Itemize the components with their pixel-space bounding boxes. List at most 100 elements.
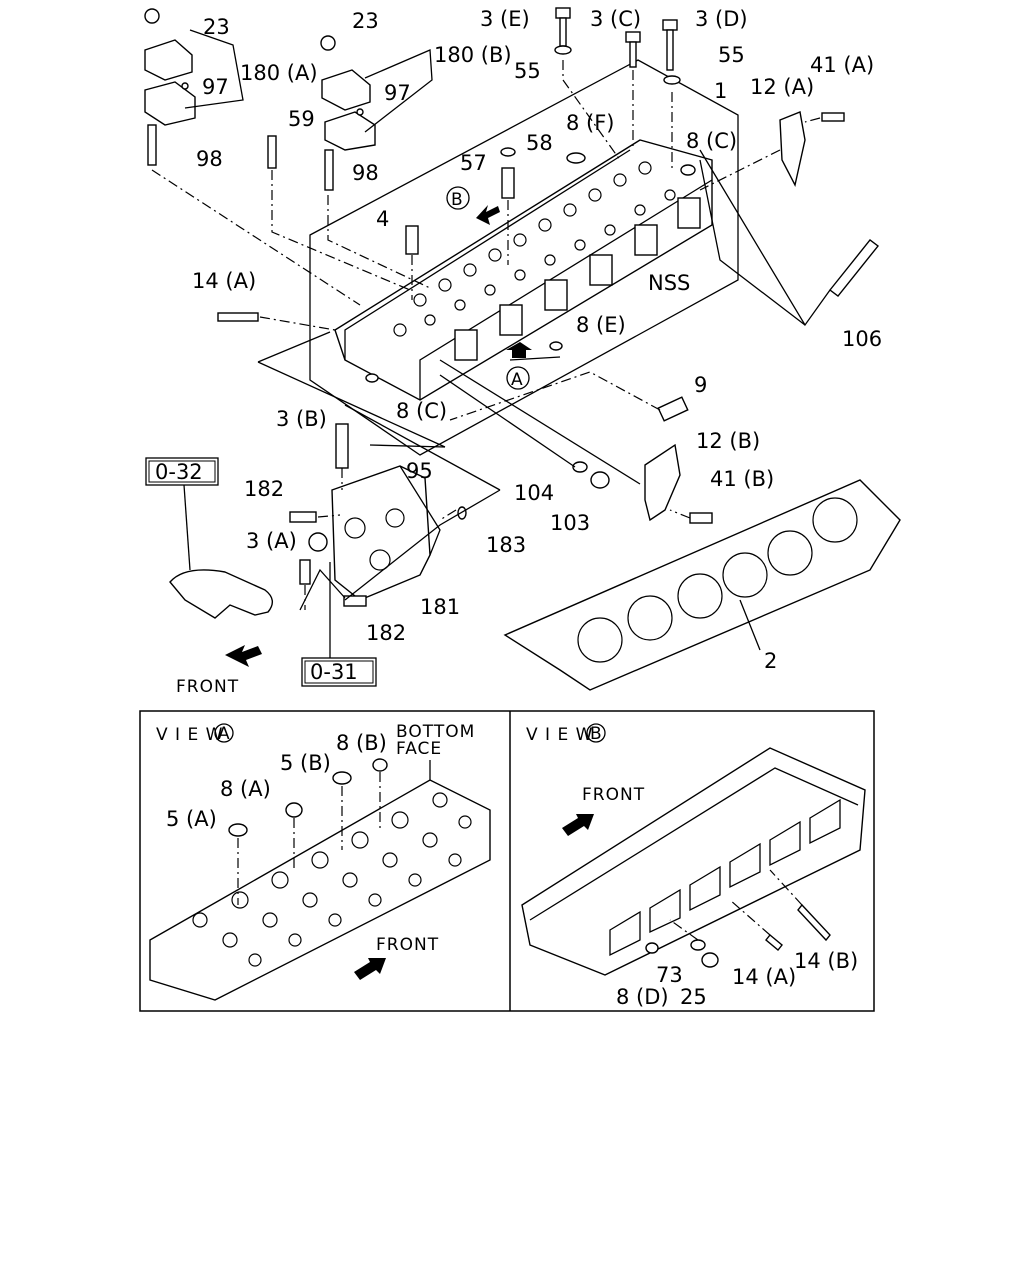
bracket-12a [779,111,806,188]
callout-182a: 182 [244,477,284,501]
callout-181: 181 [420,595,460,619]
view-a-part-8b [372,758,388,772]
view-b-marker-ring [446,186,470,210]
callout-95: 95 [406,459,433,483]
plug-8c-bottom [365,373,379,383]
callout-41b: 41 (B) [710,467,774,491]
view-b-front: FRONT [582,785,645,805]
callout-a-marker: A [511,370,524,390]
ref-box-0-32[interactable]: 0-32 [145,457,219,486]
callout-55b: 55 [718,43,745,67]
view-a-front: FRONT [376,935,439,955]
bracket-180a [144,8,196,166]
ref-box-0-31-label: 0-31 [310,660,358,684]
view-a-title-ring [214,723,234,743]
sensor-9 [657,396,689,422]
bracket-180b [320,35,376,191]
bolts-top [554,7,681,85]
washer-104 [572,461,588,473]
callout-98a: 98 [196,147,223,171]
head-assy-frame [309,59,739,456]
callout-3c: 3 (C) [590,7,641,31]
plug-8f [566,152,586,164]
callout-9: 9 [694,373,707,397]
callout-b-marker: B [451,190,464,210]
bolt-41a [821,112,845,122]
plug-8c-top [680,164,696,176]
callout-180b: 180 (B) [434,43,512,67]
callout-106: 106 [842,327,882,351]
callout-55a: 55 [514,59,541,83]
bolt-3a [299,559,311,585]
plug-103 [590,471,610,489]
view-b-label-14a: 14 (A) [732,965,796,989]
callout-front-main: FRONT [176,677,239,697]
bolt-182b [343,595,367,607]
view-a-label-8b: 8 (B) [336,731,387,755]
callout-3b: 3 (B) [276,407,327,431]
cylinder-head [334,139,713,401]
callout-104: 104 [514,481,554,505]
head-gasket [503,479,901,691]
leader-lines [151,29,831,658]
view-a-letter: A [218,724,231,744]
arrow-b-indicator [476,205,500,225]
callout-12b: 12 (B) [696,429,760,453]
view-b-front-arrow [562,814,594,836]
front-arrow-main [225,645,262,667]
view-a-label-8a: 8 (A) [220,777,271,801]
oring-183 [457,506,467,520]
callout-8f: 8 (F) [566,111,615,135]
callout-4: 4 [376,207,389,231]
view-b-label-73: 73 [656,963,683,987]
arrow-a-indicator [506,342,532,358]
stud-59 [267,135,277,169]
plug-58 [500,147,516,157]
bolt-3b [335,423,349,469]
callout-183: 183 [486,533,526,557]
ref-box-0-31[interactable]: 0-31 [301,657,377,687]
callout-23b: 23 [352,9,379,33]
plug-8e [549,341,563,351]
callout-41a: 41 (A) [810,53,874,77]
callout-57: 57 [460,151,487,175]
callout-12a: 12 (A) [750,75,814,99]
view-b-label-14b: 14 (B) [794,949,858,973]
outlet-pipe [169,569,273,619]
view-b-label-25: 25 [680,985,707,1009]
callout-3a: 3 (A) [246,529,297,553]
callout-1: 1 [714,79,727,103]
view-a-label-5b: 5 (B) [280,751,331,775]
view-a-face: FACE [396,739,442,759]
head-holes [393,161,676,337]
callout-8c-top: 8 (C) [686,129,737,153]
callout-14a: 14 (A) [192,269,256,293]
view-b-washer-73 [690,939,706,951]
view-b-ports [609,798,841,957]
callout-8c-bottom: 8 (C) [396,399,447,423]
glow-plug-106 [829,239,879,297]
callout-180a: 180 (A) [240,61,318,85]
ref-box-0-32-label: 0-32 [155,460,203,484]
view-b-stud-14b [797,903,831,942]
view-a-part-5b [332,771,352,785]
callout-59: 59 [288,107,315,131]
view-b-label-8d: 8 (D) [616,985,669,1009]
oring-circle [308,532,328,552]
callout-2: 2 [764,649,777,673]
callout-3e: 3 (E) [480,7,530,31]
view-a-panel: V I E W A BOTTOM FACE 8 (B) 5 (B) 8 (A) [149,722,491,1001]
callout-103: 103 [550,511,590,535]
view-a-title: V I E W [156,725,223,745]
view-a-part-5a [228,823,248,837]
view-a-label-5a: 5 (A) [166,807,217,831]
view-a-part-8a [285,802,303,818]
stud-14a [217,312,259,322]
view-a-holes [192,792,472,967]
callout-182b: 182 [366,621,406,645]
view-b-title: V I E W [526,725,593,745]
callout-8e: 8 (E) [576,313,626,337]
view-a-marker-ring [506,366,530,390]
callout-3d: 3 (D) [695,7,748,31]
